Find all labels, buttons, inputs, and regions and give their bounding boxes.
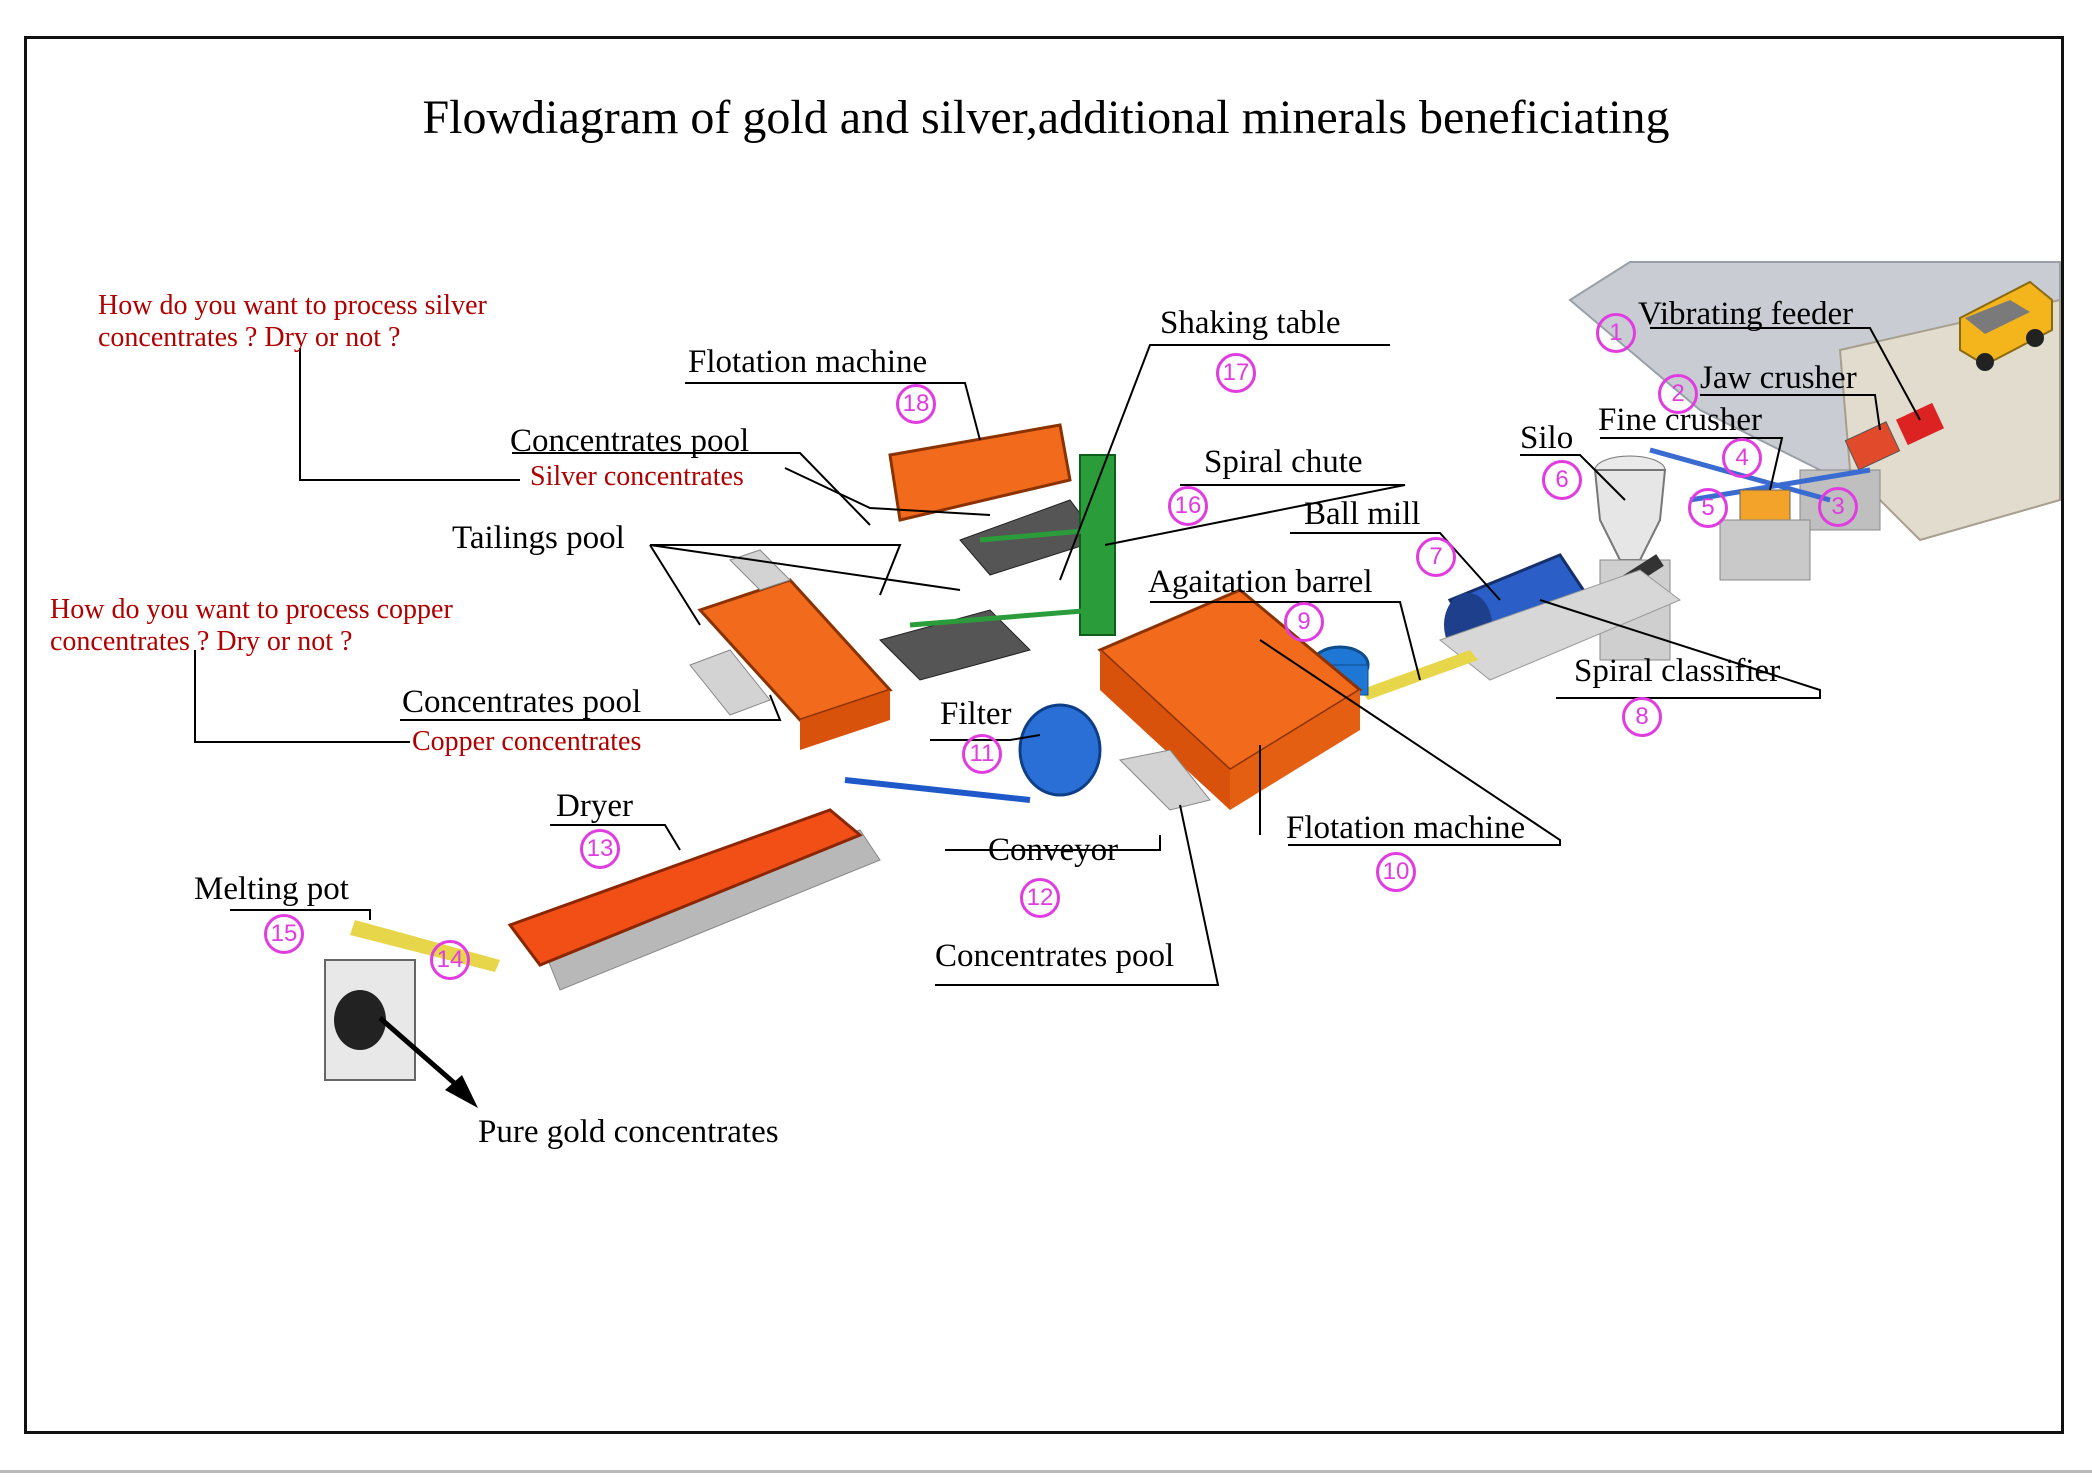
- leader-lines: [194, 327, 1921, 986]
- fine-crusher-base: [1719, 519, 1811, 581]
- station-number-2: 2: [1658, 374, 1698, 414]
- station-number-7: 7: [1416, 537, 1456, 577]
- label-copper-concentrates: Copper concentrates: [412, 726, 642, 757]
- station-number-11: 11: [962, 734, 1002, 774]
- station-number-3: 3: [1818, 487, 1858, 527]
- flotation-machine-silver: [888, 423, 1072, 522]
- label-silo: Silo: [1520, 420, 1574, 456]
- station-number-13: 13: [580, 829, 620, 869]
- label-conveyor: Conveyor: [988, 832, 1119, 868]
- concentrates-pool-bottom: [1118, 749, 1211, 811]
- mill-base: [1438, 569, 1681, 681]
- label-shaking-table: Shaking table: [1160, 305, 1341, 341]
- station-number-1: 1: [1596, 313, 1636, 353]
- station-number-4: 4: [1722, 438, 1762, 478]
- conveyor-belt: [844, 777, 1031, 803]
- question-silver: How do you want to process silver concen…: [98, 290, 487, 353]
- jaw-crusher: [1844, 421, 1901, 471]
- label-concentrates-pool-copper: Concentrates pool: [402, 684, 642, 720]
- fine-crusher: [1739, 489, 1791, 521]
- silo-body: [1593, 469, 1667, 561]
- label-dryer: Dryer: [556, 788, 633, 824]
- station-number-15: 15: [264, 914, 304, 954]
- dump-truck: [1959, 280, 2053, 371]
- label-agitation-barrel: Agaitation barrel: [1148, 564, 1373, 600]
- station-number-14: 14: [430, 940, 470, 980]
- label-pure-gold-concentrates: Pure gold concentrates: [478, 1114, 779, 1150]
- station-number-8: 8: [1622, 697, 1662, 737]
- flotation-machine-main: [1097, 588, 1363, 810]
- label-filter: Filter: [940, 696, 1012, 732]
- tailings-pool: [729, 549, 791, 591]
- pipe: [909, 607, 1096, 628]
- question-copper: How do you want to process copper concen…: [50, 594, 453, 657]
- label-ball-mill: Ball mill: [1304, 496, 1421, 532]
- diagram-frame: [24, 36, 2064, 1434]
- label-spiral-classifier: Spiral classifier: [1574, 653, 1781, 689]
- label-concentrates-pool-silver: Concentrates pool: [510, 423, 750, 459]
- bottom-rule: [0, 1470, 2092, 1473]
- filter-drum: [1018, 703, 1102, 797]
- station-number-10: 10: [1376, 852, 1416, 892]
- station-number-17: 17: [1216, 353, 1256, 393]
- label-vibrating-feeder: Vibrating feeder: [1638, 296, 1854, 332]
- label-spiral-chute: Spiral chute: [1204, 444, 1363, 480]
- label-tailings-pool: Tailings pool: [452, 520, 625, 556]
- diagram-title: Flowdiagram of gold and silver,additiona…: [422, 91, 1670, 144]
- rotary-dryer: [507, 808, 863, 967]
- label-jaw-crusher: Jaw crusher: [1700, 360, 1857, 396]
- label-silver-concentrates: Silver concentrates: [530, 461, 744, 492]
- label-melting-pot: Melting pot: [194, 871, 349, 907]
- concentrates-pool-copper: [689, 649, 771, 716]
- station-number-12: 12: [1020, 878, 1060, 918]
- label-concentrates-pool-bottom: Concentrates pool: [935, 938, 1175, 974]
- station-number-9: 9: [1284, 602, 1324, 642]
- pipe: [979, 527, 1096, 543]
- station-number-18: 18: [896, 384, 936, 424]
- label-flotation-machine-10: Flotation machine: [1286, 810, 1526, 846]
- vibrating-feeder: [1895, 402, 1945, 446]
- label-flotation-machine-18: Flotation machine: [688, 344, 928, 380]
- station-number-5: 5: [1688, 488, 1728, 528]
- station-number-6: 6: [1542, 460, 1582, 500]
- station-number-16: 16: [1168, 486, 1208, 526]
- output-arrow: [378, 1016, 462, 1090]
